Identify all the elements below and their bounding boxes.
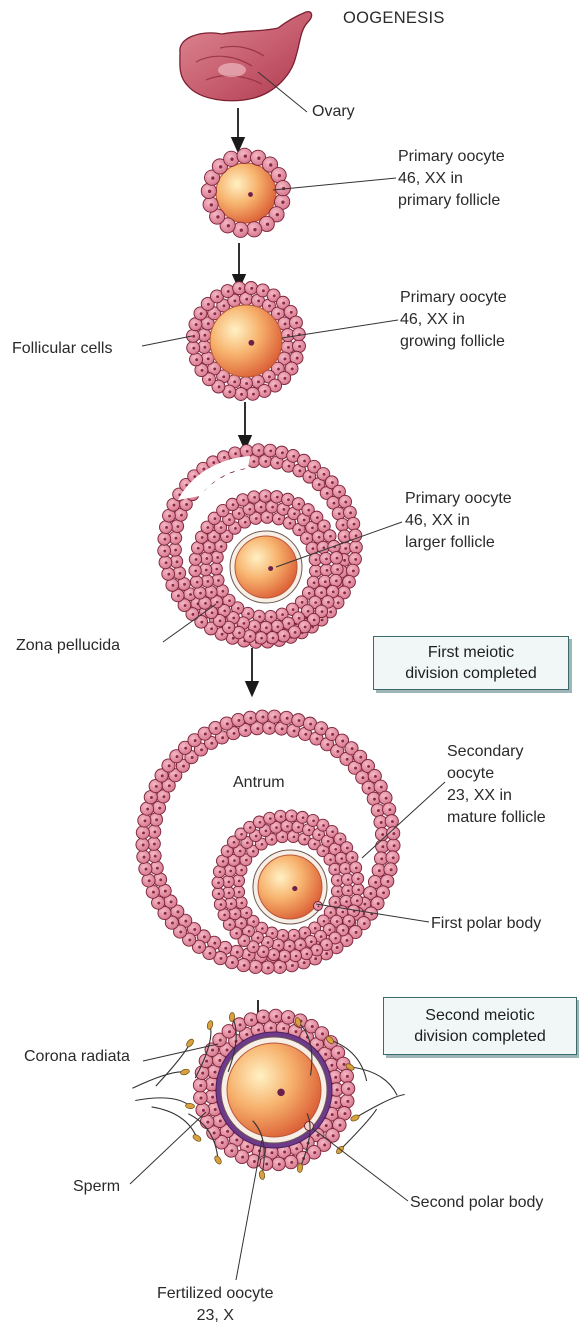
- ovary-illustration: [180, 12, 312, 101]
- label-second-polar-body: Second polar body: [410, 1192, 543, 1214]
- follicle-illustrations: [132, 148, 404, 1180]
- diagram-title: OOGENESIS: [343, 7, 445, 29]
- label-sperm: Sperm: [73, 1176, 120, 1198]
- label-antrum: Antrum: [233, 772, 285, 794]
- label-first-polar-body: First polar body: [431, 913, 541, 935]
- label-corona-radiata: Corona radiata: [24, 1046, 130, 1068]
- label-ovary: Ovary: [312, 101, 355, 123]
- label-zona-pellucida: Zona pellucida: [16, 635, 120, 657]
- label-follicular-cells: Follicular cells: [12, 338, 112, 360]
